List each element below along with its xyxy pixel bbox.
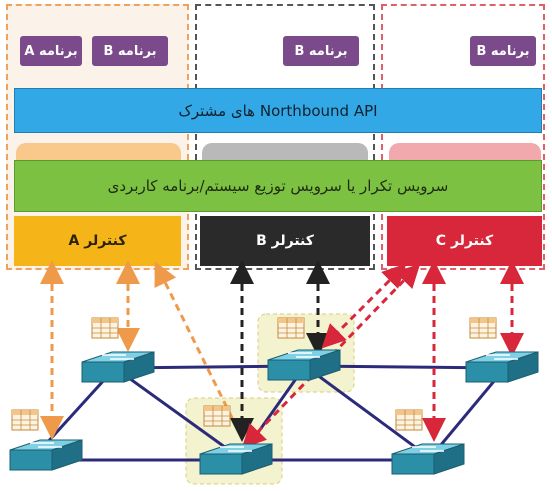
switch-icon xyxy=(465,351,539,383)
app-b-box: برنامه B xyxy=(92,36,168,66)
table-icon xyxy=(11,409,39,431)
table-icon xyxy=(395,409,423,431)
table-icon xyxy=(91,317,119,339)
controller-b: کنترلر B xyxy=(200,216,370,266)
northbound-api-bar: Northbound API های مشترک xyxy=(14,88,542,133)
app-a-box: برنامه A xyxy=(20,36,82,66)
app-b-box: برنامه B xyxy=(470,36,536,66)
switch-icon xyxy=(9,439,83,471)
table-icon xyxy=(277,317,305,339)
switch-icon xyxy=(81,351,155,383)
controller-a-cap xyxy=(16,143,181,163)
controller-c: کنترلر C xyxy=(387,216,542,266)
table-icon xyxy=(469,317,497,339)
app-b-box: برنامه B xyxy=(283,36,359,66)
table-icon xyxy=(203,405,231,427)
switch-icon xyxy=(391,443,465,475)
controller-a: کنترلر A xyxy=(14,216,181,266)
controller-c-cap xyxy=(389,143,541,163)
controller-b-cap xyxy=(202,143,368,163)
distribution-service-bar: سرویس تکرار یا سرویس توزیع سیستم/برنامه … xyxy=(14,160,542,212)
